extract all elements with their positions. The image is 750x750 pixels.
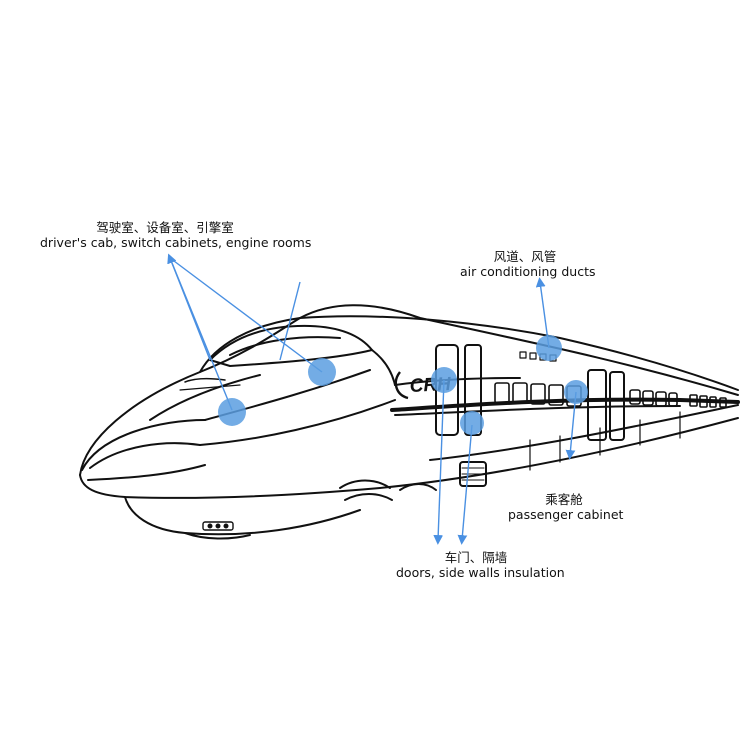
callout-duct-en: air conditioning ducts <box>460 264 596 279</box>
marker-dot-doors-upper <box>431 367 457 393</box>
callout-doors-en: doors, side walls insulation <box>396 565 565 580</box>
callout-cabin-zh: 乘客舱 <box>545 492 583 507</box>
leader-cab-mid <box>169 257 323 373</box>
marker-dots <box>218 335 588 435</box>
marker-dot-cab-cab <box>308 358 336 386</box>
crh-logo-swoosh <box>394 371 409 400</box>
callout-cab: 驾驶室、设备室、引擎室 driver's cab, switch cabinet… <box>40 220 312 250</box>
marker-dot-duct <box>536 335 562 361</box>
train-outline <box>79 304 740 540</box>
leader-doors-2 <box>457 424 473 545</box>
callout-duct: 风道、风管 air conditioning ducts <box>460 249 596 279</box>
leader-cab-top <box>169 257 211 361</box>
callout-cab-en: driver's cab, switch cabinets, engine ro… <box>40 235 312 250</box>
callout-cabin-en: passenger cabinet <box>508 507 624 522</box>
marker-dot-doors-lower <box>460 411 484 435</box>
leader-cab-windshield <box>279 281 301 361</box>
marker-dot-cabin <box>564 380 588 404</box>
callout-cab-zh: 驾驶室、设备室、引擎室 <box>96 220 234 235</box>
callout-doors: 车门、隔墙 doors, side walls insulation <box>396 550 565 580</box>
callout-duct-zh: 风道、风管 <box>493 249 557 264</box>
callout-doors-zh: 车门、隔墙 <box>444 550 508 565</box>
marker-dot-cab-front <box>218 398 246 426</box>
leader-doors-1 <box>433 379 445 545</box>
callout-cabin: 乘客舱 passenger cabinet <box>508 492 624 522</box>
